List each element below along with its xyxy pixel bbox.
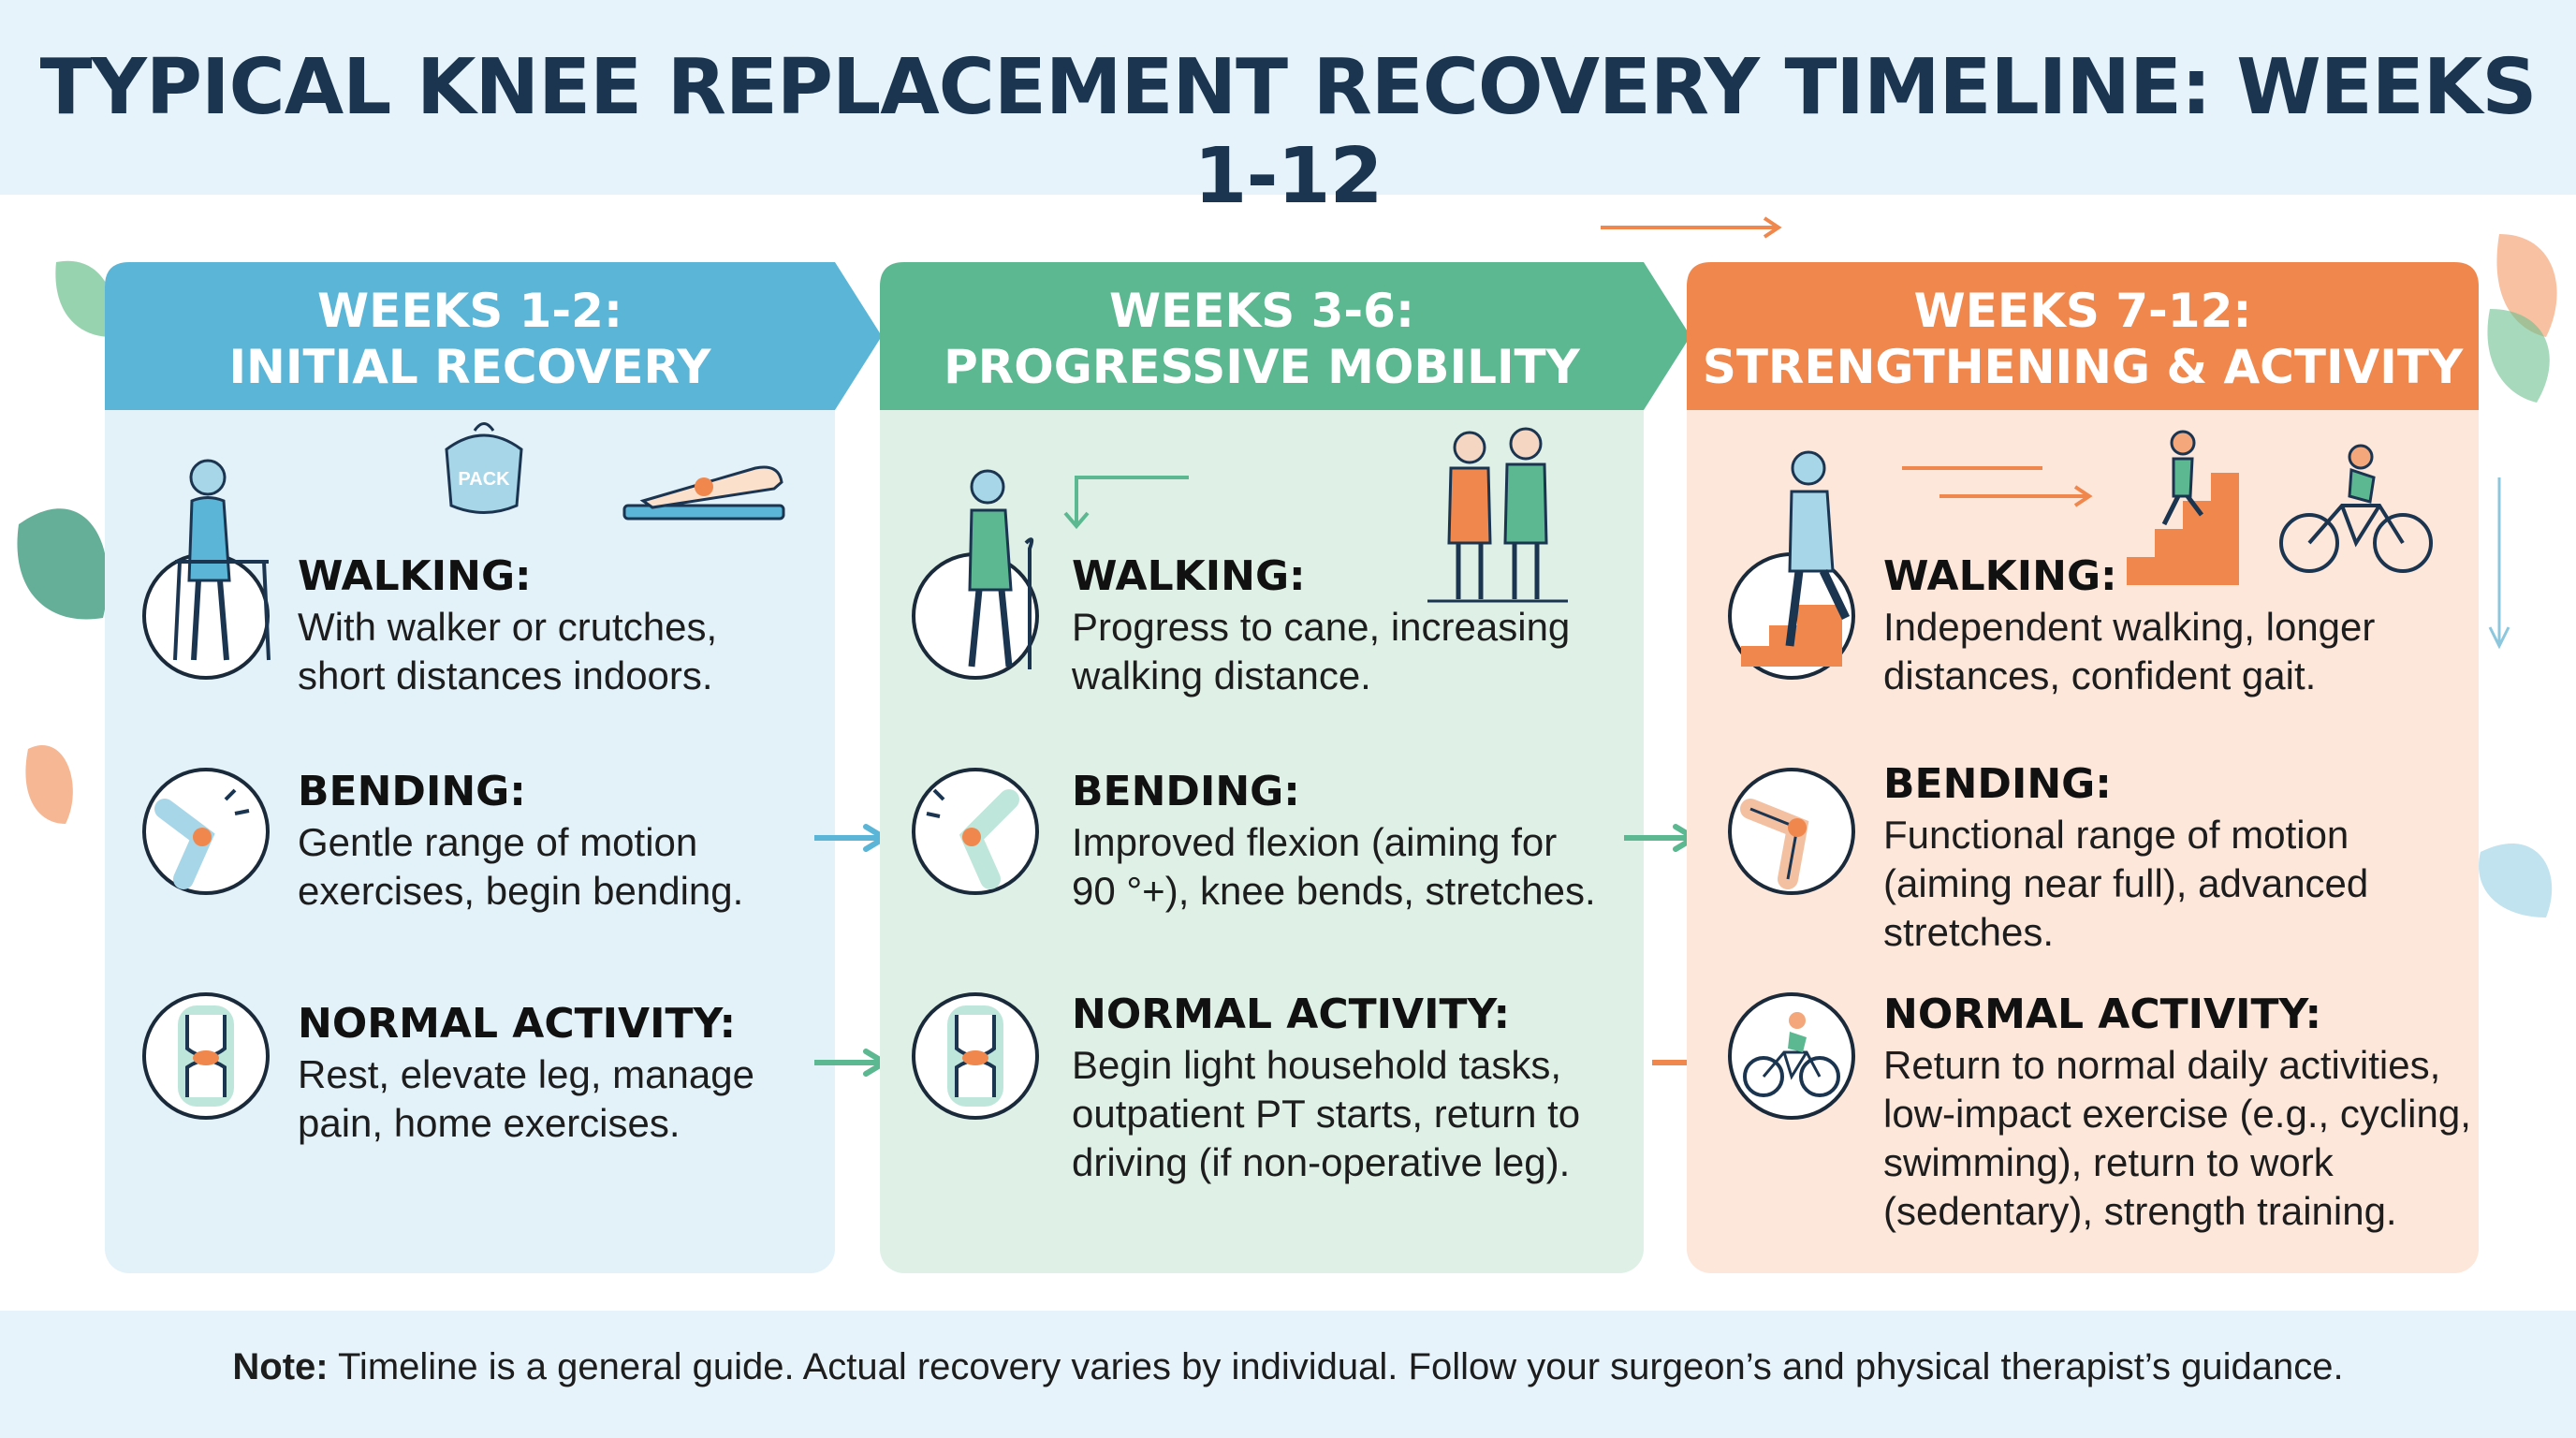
activity-text-line: driving (if non-operative leg). bbox=[1072, 1140, 1571, 1184]
walking-text-line: Progress to cane, increasing bbox=[1072, 605, 1571, 649]
phase-heading-line1: WEEKS 7-12: bbox=[1913, 284, 2252, 338]
cane-person-figure bbox=[968, 469, 1034, 669]
activity-text-line: Rest, elevate leg, manage bbox=[298, 1052, 754, 1096]
activity-text-line: outpatient PT starts, return to bbox=[1072, 1092, 1581, 1136]
note-band bbox=[0, 1311, 2576, 1438]
walking-label: WALKING: bbox=[1883, 552, 2117, 600]
elevated-leg-icon bbox=[622, 465, 785, 521]
activity-label: NORMAL ACTIVITY: bbox=[1072, 990, 1511, 1038]
footer-note: Note: Timeline is a general guide. Actua… bbox=[0, 1346, 2576, 1388]
activity-text-line: pain, home exercises. bbox=[298, 1101, 681, 1145]
walking-label: WALKING: bbox=[298, 552, 532, 600]
page-title: TYPICAL KNEE REPLACEMENT RECOVERY TIMELI… bbox=[39, 43, 2538, 221]
activity-text: Rest, elevate leg, manage pain, home exe… bbox=[298, 1050, 822, 1148]
activity-label: NORMAL ACTIVITY: bbox=[1883, 990, 2322, 1038]
stair-climb-icon bbox=[2127, 430, 2239, 585]
motion-arrows-icon bbox=[1902, 466, 2093, 507]
bending-label: BENDING: bbox=[1883, 760, 2112, 808]
knee-joint-icon bbox=[142, 992, 270, 1120]
phase-heading-line2: PROGRESSIVE MOBILITY bbox=[944, 340, 1580, 394]
walking-label: WALKING: bbox=[1072, 552, 1306, 600]
title-band bbox=[0, 0, 2576, 195]
bent-knee-icon bbox=[142, 768, 270, 895]
ice-pack-label: PACK bbox=[458, 469, 510, 490]
walker-person-figure bbox=[173, 459, 271, 661]
bending-text-line: (aiming near full), advanced bbox=[1883, 861, 2369, 905]
bent-knee-icon bbox=[912, 768, 1039, 895]
bending-text: Functional range of motion (aiming near … bbox=[1883, 811, 2464, 957]
bending-text-line: Gentle range of motion bbox=[298, 820, 698, 864]
leaf-decoration-right-icon bbox=[2479, 234, 2557, 917]
phase-heading: WEEKS 3-6: PROGRESSIVE MOBILITY bbox=[880, 283, 1644, 395]
activity-label: NORMAL ACTIVITY: bbox=[298, 1000, 737, 1048]
walking-text-line: walking distance. bbox=[1072, 653, 1371, 697]
phase-header: WEEKS 3-6: PROGRESSIVE MOBILITY bbox=[880, 262, 1690, 410]
bending-text-line: exercises, begin bending. bbox=[298, 869, 744, 913]
phase-weeks-7-12: WEEKS 7-12: STRENGTHENING & ACTIVITY WAL… bbox=[1687, 262, 2479, 1273]
walking-text-line: With walker or crutches, bbox=[298, 605, 718, 649]
activity-text: Begin light household tasks, outpatient … bbox=[1072, 1041, 1633, 1187]
phase-header: WEEKS 1-2: INITIAL RECOVERY bbox=[105, 262, 882, 410]
phase-heading-line1: WEEKS 1-2: bbox=[317, 284, 622, 338]
phase-weeks-3-6: WEEKS 3-6: PROGRESSIVE MOBILITY WALKING:… bbox=[880, 262, 1690, 1273]
walking-text: Independent walking, longer distances, c… bbox=[1883, 603, 2464, 700]
activity-text-line: Begin light household tasks, bbox=[1072, 1043, 1562, 1087]
bending-text-line: stretches. bbox=[1883, 910, 2055, 954]
ice-pack-icon: PACK bbox=[445, 422, 523, 514]
activity-text-line: swimming), return to work bbox=[1883, 1140, 2334, 1184]
cycling-icon bbox=[1728, 992, 1855, 1120]
walking-text-line: Independent walking, longer bbox=[1883, 605, 2376, 649]
phase-heading: WEEKS 7-12: STRENGTHENING & ACTIVITY bbox=[1687, 283, 2479, 395]
bicycle-rider-icon bbox=[2279, 444, 2433, 573]
caregiver-couple-icon bbox=[1427, 427, 1568, 603]
arrow-decoration-icon bbox=[1601, 216, 1782, 239]
phase-weeks-1-2: WEEKS 1-2: INITIAL RECOVERY PACK WALKING… bbox=[105, 262, 882, 1273]
phase-heading-line2: INITIAL RECOVERY bbox=[228, 340, 711, 394]
bending-text-line: Functional range of motion bbox=[1883, 813, 2349, 857]
bending-label: BENDING: bbox=[298, 768, 526, 815]
activity-text-line: low-impact exercise (e.g., cycling, bbox=[1883, 1092, 2471, 1136]
walking-text: With walker or crutches, short distances… bbox=[298, 603, 822, 700]
phase-header: WEEKS 7-12: STRENGTHENING & ACTIVITY bbox=[1687, 262, 2479, 410]
phase-heading-line2: STRENGTHENING & ACTIVITY bbox=[1702, 340, 2464, 394]
bending-label: BENDING: bbox=[1072, 768, 1300, 815]
activity-text-line: Return to normal daily activities, bbox=[1883, 1043, 2441, 1087]
walking-text: Progress to cane, increasing walking dis… bbox=[1072, 603, 1633, 700]
turn-arrow-icon bbox=[1063, 476, 1189, 530]
activity-text: Return to normal daily activities, low-i… bbox=[1883, 1041, 2473, 1236]
phase-heading: WEEKS 1-2: INITIAL RECOVERY bbox=[105, 283, 835, 395]
walking-text-line: short distances indoors. bbox=[298, 653, 713, 697]
phase-heading-line1: WEEKS 3-6: bbox=[1109, 284, 1414, 338]
walking-text-line: distances, confident gait. bbox=[1883, 653, 2317, 697]
bending-text-line: Improved flexion (aiming for bbox=[1072, 820, 1558, 864]
note-text: Timeline is a general guide. Actual reco… bbox=[328, 1346, 2344, 1387]
bending-text: Improved flexion (aiming for 90 °+), kne… bbox=[1072, 818, 1633, 916]
stairs-person-figure bbox=[1785, 450, 1851, 647]
bending-text-line: 90 °+), knee bends, stretches. bbox=[1072, 869, 1596, 913]
bent-knee-icon bbox=[1728, 768, 1855, 895]
bending-text: Gentle range of motion exercises, begin … bbox=[298, 818, 822, 916]
activity-text-line: (sedentary), strength training. bbox=[1883, 1189, 2397, 1233]
note-label: Note: bbox=[232, 1346, 329, 1387]
leaf-decoration-left-icon bbox=[17, 260, 115, 824]
knee-joint-icon bbox=[912, 992, 1039, 1120]
